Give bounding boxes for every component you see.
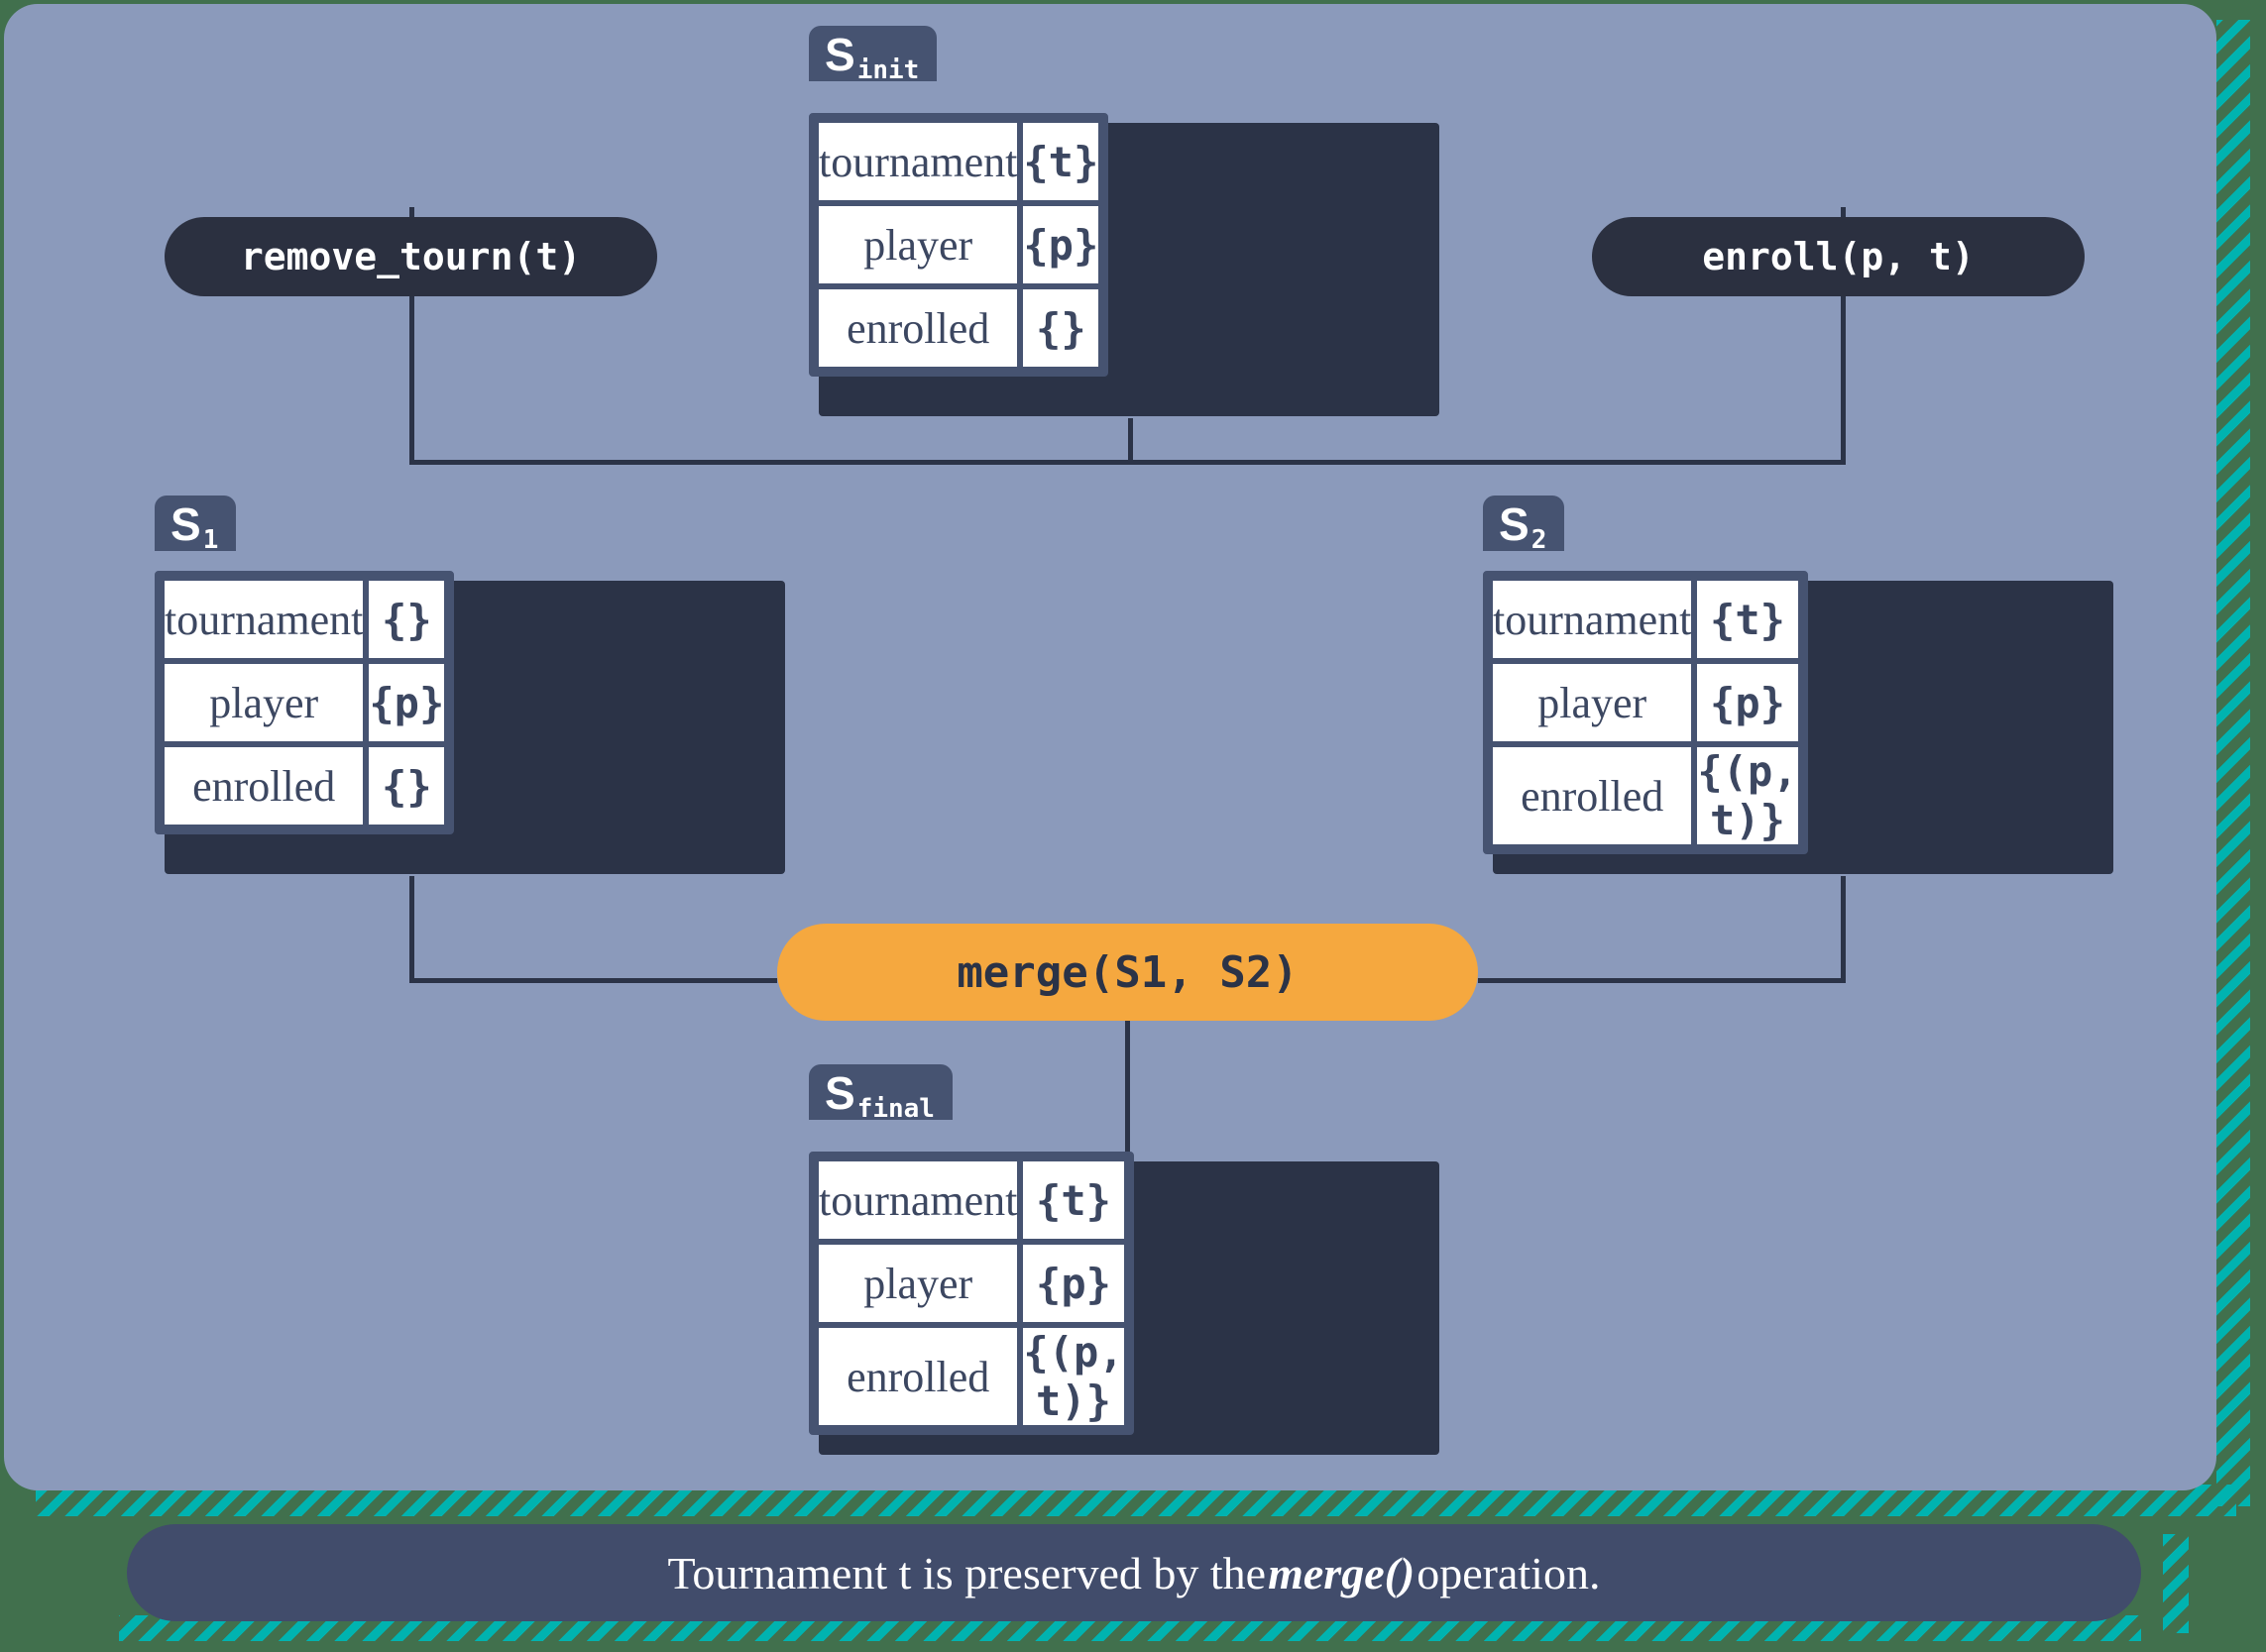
table-row: enrolled {}	[162, 744, 448, 827]
state-table-init: tournament {t} player {p} enrolled {}	[809, 113, 1109, 377]
row-key: tournament	[816, 120, 1021, 203]
state-table-final: tournament {t} player {p} enrolled {(p, …	[809, 1152, 1134, 1435]
table-row: enrolled {(p, t)}	[1490, 744, 1801, 847]
diagram-panel: Sinit tournament {t} player {p} enrolled…	[4, 4, 2216, 1490]
row-key: player	[816, 203, 1021, 286]
connector-s1-to-merge	[409, 978, 777, 983]
connector-enroll-down	[1841, 207, 1846, 465]
row-value: {(p, t)}	[1020, 1325, 1127, 1428]
operation-merge-button[interactable]: merge(S1, S2)	[777, 924, 1478, 1021]
row-value: {p}	[1694, 661, 1801, 744]
row-value: {t}	[1020, 1158, 1127, 1242]
row-key: enrolled	[816, 286, 1021, 370]
row-key: enrolled	[1490, 744, 1695, 847]
table-row: tournament {t}	[816, 1158, 1127, 1242]
state-tab-label: S	[1499, 498, 1530, 550]
operation-remove-tourn-button[interactable]: remove_tourn(t)	[165, 217, 657, 296]
state-tab-subscript: init	[856, 55, 920, 85]
state-table-s2: tournament {t} player {p} enrolled {(p, …	[1483, 571, 1808, 854]
operation-enroll-button[interactable]: enroll(p, t)	[1592, 217, 2085, 296]
table-row: player {p}	[1490, 661, 1801, 744]
table-row: player {p}	[162, 661, 448, 744]
decorative-stripe-right	[2216, 20, 2250, 1506]
connector-init-down	[1128, 418, 1133, 465]
connector-branch-bus	[409, 460, 1846, 465]
row-key: player	[816, 1242, 1021, 1325]
row-key: player	[1490, 661, 1695, 744]
state-tab-subscript: 2	[1530, 525, 1547, 555]
row-key: player	[162, 661, 367, 744]
table-row: enrolled {}	[816, 286, 1102, 370]
row-value: {p}	[1020, 203, 1102, 286]
row-key: enrolled	[816, 1325, 1021, 1428]
table-row: tournament {}	[162, 578, 448, 661]
decorative-stripe-caption-right	[2163, 1534, 2189, 1633]
connector-s1-down	[409, 876, 414, 983]
row-key: tournament	[1490, 578, 1695, 661]
connector-s2-down	[1841, 876, 1846, 983]
row-value: {}	[366, 578, 448, 661]
table-row: tournament {t}	[816, 120, 1102, 203]
row-value: {t}	[1694, 578, 1801, 661]
row-value: {}	[1020, 286, 1102, 370]
row-key: tournament	[162, 578, 367, 661]
caption-prefix: Tournament t is preserved by the	[667, 1547, 1267, 1598]
row-value: {(p, t)}	[1694, 744, 1801, 847]
state-tab-label: S	[170, 498, 201, 550]
caption-bar: Tournament t is preserved by the merge()…	[127, 1524, 2141, 1621]
row-key: enrolled	[162, 744, 367, 827]
state-tab-s1: S1	[155, 496, 237, 553]
state-tab-s2: S2	[1483, 496, 1565, 553]
table-row: enrolled {(p, t)}	[816, 1325, 1127, 1428]
state-tab-label: S	[825, 29, 855, 80]
row-key: tournament	[816, 1158, 1021, 1242]
state-tab-label: S	[825, 1067, 855, 1119]
connector-merge-down	[1125, 995, 1130, 1168]
caption-suffix: operation.	[1416, 1547, 1601, 1598]
state-tab-subscript: 1	[202, 525, 219, 555]
table-row: player {p}	[816, 1242, 1127, 1325]
state-table-s1: tournament {} player {p} enrolled {}	[155, 571, 455, 834]
state-tab-subscript: final	[856, 1094, 935, 1124]
row-value: {p}	[366, 661, 448, 744]
state-tab-final: Sfinal	[809, 1064, 953, 1122]
connector-merge-to-s2	[1478, 978, 1846, 983]
table-row: player {p}	[816, 203, 1102, 286]
row-value: {t}	[1020, 120, 1102, 203]
state-tab-init: Sinit	[809, 26, 938, 83]
connector-remove-down	[409, 207, 414, 465]
table-row: tournament {t}	[1490, 578, 1801, 661]
caption-emphasis: merge()	[1268, 1547, 1416, 1598]
row-value: {p}	[1020, 1242, 1127, 1325]
row-value: {}	[366, 744, 448, 827]
